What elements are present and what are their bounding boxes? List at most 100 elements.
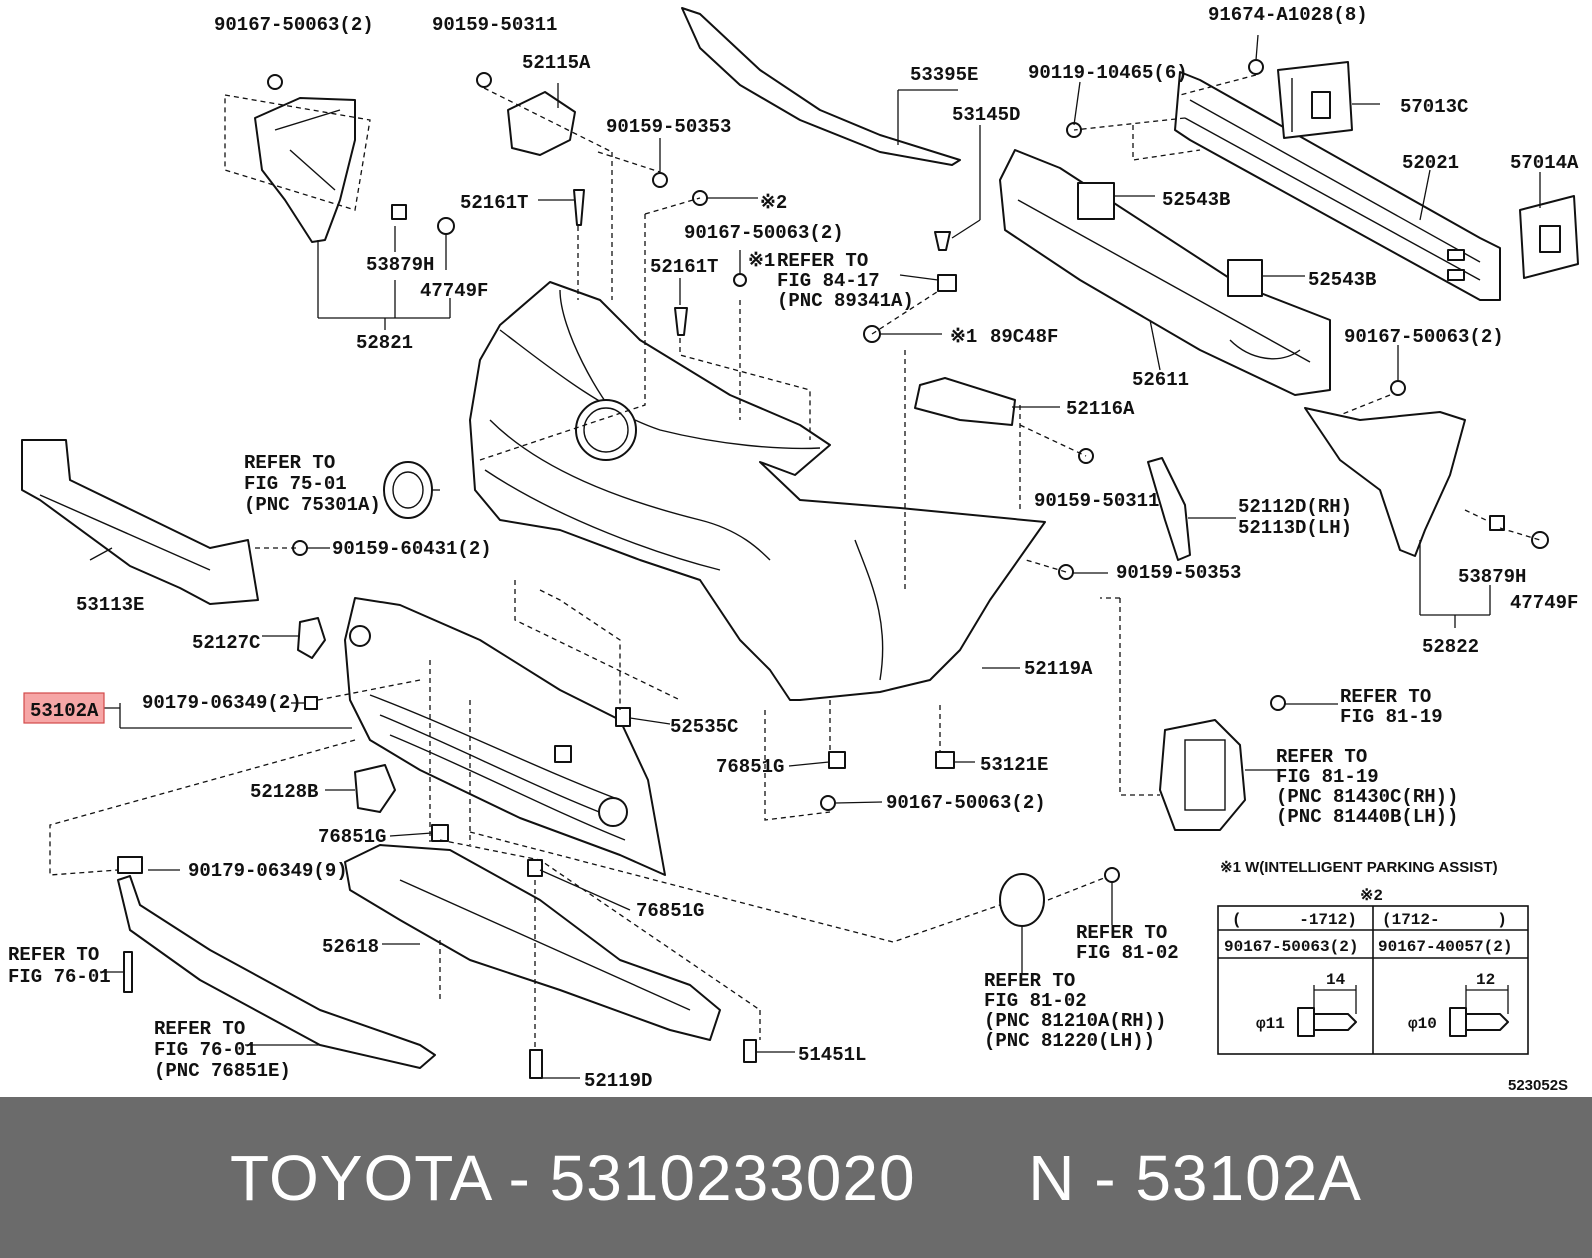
table-col2-length: 12 xyxy=(1476,971,1495,989)
table-col1-diameter: φ11 xyxy=(1256,1015,1285,1033)
cap-52127c xyxy=(297,617,326,659)
refer-76-01-a-line1: REFER TO xyxy=(8,944,99,966)
assembly-dash-lines xyxy=(49,74,1541,1050)
label-52119a: 52119A xyxy=(1024,658,1093,680)
note2-mark: ※2 xyxy=(760,192,787,214)
refer-75-01-line2: FIG 75-01 xyxy=(244,473,347,495)
table-col1-length: 14 xyxy=(1326,971,1346,989)
label-90159-50311-top: 90159-50311 xyxy=(432,14,557,36)
label-51451l: 51451L xyxy=(798,1044,866,1066)
exploded-parts-diagram: 90167-50063(2) 90159-50311 52115A 90159-… xyxy=(8,4,1579,1094)
label-90179-06349-2: 90179-06349(2) xyxy=(142,692,302,714)
label-52618: 52618 xyxy=(322,936,379,958)
label-52112d-rh: 52112D(RH) xyxy=(1238,496,1352,518)
label-90159-50353-top: 90159-50353 xyxy=(606,116,731,138)
table-col1-part: 90167-50063(2) xyxy=(1224,938,1358,956)
refer-81-19-a-line1: REFER TO xyxy=(1340,686,1431,708)
refer-76-01-b-line3: (PNC 76851E) xyxy=(154,1060,291,1082)
label-52127c: 52127C xyxy=(192,632,260,654)
leader-lines xyxy=(89,34,1541,1079)
diagram-code: 523052S xyxy=(1508,1077,1568,1094)
table-col2-part: 90167-40057(2) xyxy=(1378,938,1512,956)
refer-81-02-b-line4: (PNC 81220(LH)) xyxy=(984,1030,1155,1052)
cap-52128b xyxy=(354,764,396,813)
label-53145d: 53145D xyxy=(952,104,1020,126)
table-title: ※2 xyxy=(1360,887,1383,905)
label-89c48f: 89C48F xyxy=(990,326,1058,348)
label-57013c: 57013C xyxy=(1400,96,1468,118)
refer-76-01-b-line2: FIG 76-01 xyxy=(154,1039,257,1061)
fasteners xyxy=(117,59,1549,1079)
label-52611: 52611 xyxy=(1132,369,1189,391)
label-91674-a1028-8: 91674-A1028(8) xyxy=(1208,4,1368,26)
label-52128b: 52128B xyxy=(250,781,318,803)
fog-lamp-housing xyxy=(1159,719,1246,831)
refer-84-17-line1: REFER TO xyxy=(777,250,868,272)
refer-75-01-line1: REFER TO xyxy=(244,452,335,474)
note1-mark-89c48f: ※1 xyxy=(950,326,977,348)
highlight-53102a xyxy=(23,692,105,724)
note1-mark-refer: ※1 xyxy=(748,250,775,272)
pad-52543b-a xyxy=(1077,182,1115,220)
label-53102a: 53102A xyxy=(30,700,99,722)
label-52021: 52021 xyxy=(1402,152,1459,174)
refer-81-19-a-line2: FIG 81-19 xyxy=(1340,706,1443,728)
label-90167-50063-2-tl: 90167-50063(2) xyxy=(214,14,374,36)
bumper-cover-52119a xyxy=(469,281,1046,701)
label-90159-50311-mid: 90159-50311 xyxy=(1034,490,1159,512)
refer-81-19-b-line1: REFER TO xyxy=(1276,746,1367,768)
side-bracket-52821 xyxy=(254,97,356,243)
label-76851g-b: 76851G xyxy=(716,756,784,778)
label-90179-06349-9: 90179-06349(9) xyxy=(188,860,348,882)
sensor-81-02 xyxy=(999,873,1045,927)
emblem xyxy=(383,461,433,519)
label-52535c: 52535C xyxy=(670,716,738,738)
refer-81-02-b-line1: REFER TO xyxy=(984,970,1075,992)
label-52821: 52821 xyxy=(356,332,413,354)
side-bracket-52822 xyxy=(1304,407,1466,557)
lower-molding xyxy=(117,875,436,1069)
label-53879h-r: 53879H xyxy=(1458,566,1526,588)
label-90159-60431-2: 90159-60431(2) xyxy=(332,538,492,560)
pad-52543b-b xyxy=(1227,259,1263,297)
label-52822: 52822 xyxy=(1422,636,1479,658)
refer-81-02-a-line1: REFER TO xyxy=(1076,922,1167,944)
under-cover-52618 xyxy=(344,844,721,1041)
label-90167-50063-2-r: 90167-50063(2) xyxy=(1344,326,1504,348)
part-number-caption: TOYOTA - 5310233020 N - 53102A xyxy=(230,1141,1362,1214)
label-47749f-r: 47749F xyxy=(1510,592,1578,614)
refer-76-01-b-line1: REFER TO xyxy=(154,1018,245,1040)
label-53879h-l: 53879H xyxy=(366,254,434,276)
table-col1-header: ( -1712) xyxy=(1232,911,1357,929)
label-53395e: 53395E xyxy=(910,64,978,86)
refer-81-19-b-line4: (PNC 81440B(LH)) xyxy=(1276,806,1458,828)
label-52115a: 52115A xyxy=(522,52,591,74)
footer-banner: TOYOTA - 5310233020 N - 53102A xyxy=(0,1097,1592,1258)
refer-75-01-line3: (PNC 75301A) xyxy=(244,494,381,516)
label-90119-10465-6: 90119-10465(6) xyxy=(1028,62,1188,84)
side-trim-52112d xyxy=(1147,457,1191,561)
table-col2-header: (1712- ) xyxy=(1382,911,1507,929)
refer-81-19-b-line2: FIG 81-19 xyxy=(1276,766,1379,788)
label-52116a: 52116A xyxy=(1066,398,1135,420)
table-col2-diameter: φ10 xyxy=(1408,1015,1437,1033)
label-53113e: 53113E xyxy=(76,594,144,616)
refer-84-17-line3: (PNC 89341A) xyxy=(777,290,914,312)
fastener-note-table xyxy=(1217,905,1529,1055)
refer-81-02-a-line2: FIG 81-02 xyxy=(1076,942,1179,964)
absorber-53113e xyxy=(21,439,259,605)
label-57014a: 57014A xyxy=(1510,152,1579,174)
label-52119d: 52119D xyxy=(584,1070,652,1092)
refer-84-17-line2: FIG 84-17 xyxy=(777,270,880,292)
refer-81-02-b-line3: (PNC 81210A(RH)) xyxy=(984,1010,1166,1032)
label-47749f-l: 47749F xyxy=(420,280,488,302)
label-52543b-a: 52543B xyxy=(1162,189,1230,211)
label-76851g-c: 76851G xyxy=(636,900,704,922)
label-53121e: 53121E xyxy=(980,754,1048,776)
label-52161t-a: 52161T xyxy=(460,192,528,214)
label-90159-50353-mid: 90159-50353 xyxy=(1116,562,1241,584)
refer-76-01-a-line2: FIG 76-01 xyxy=(8,966,111,988)
bracket-52115a xyxy=(507,91,576,156)
note1-text: ※1 W(INTELLIGENT PARKING ASSIST) xyxy=(1220,859,1498,876)
